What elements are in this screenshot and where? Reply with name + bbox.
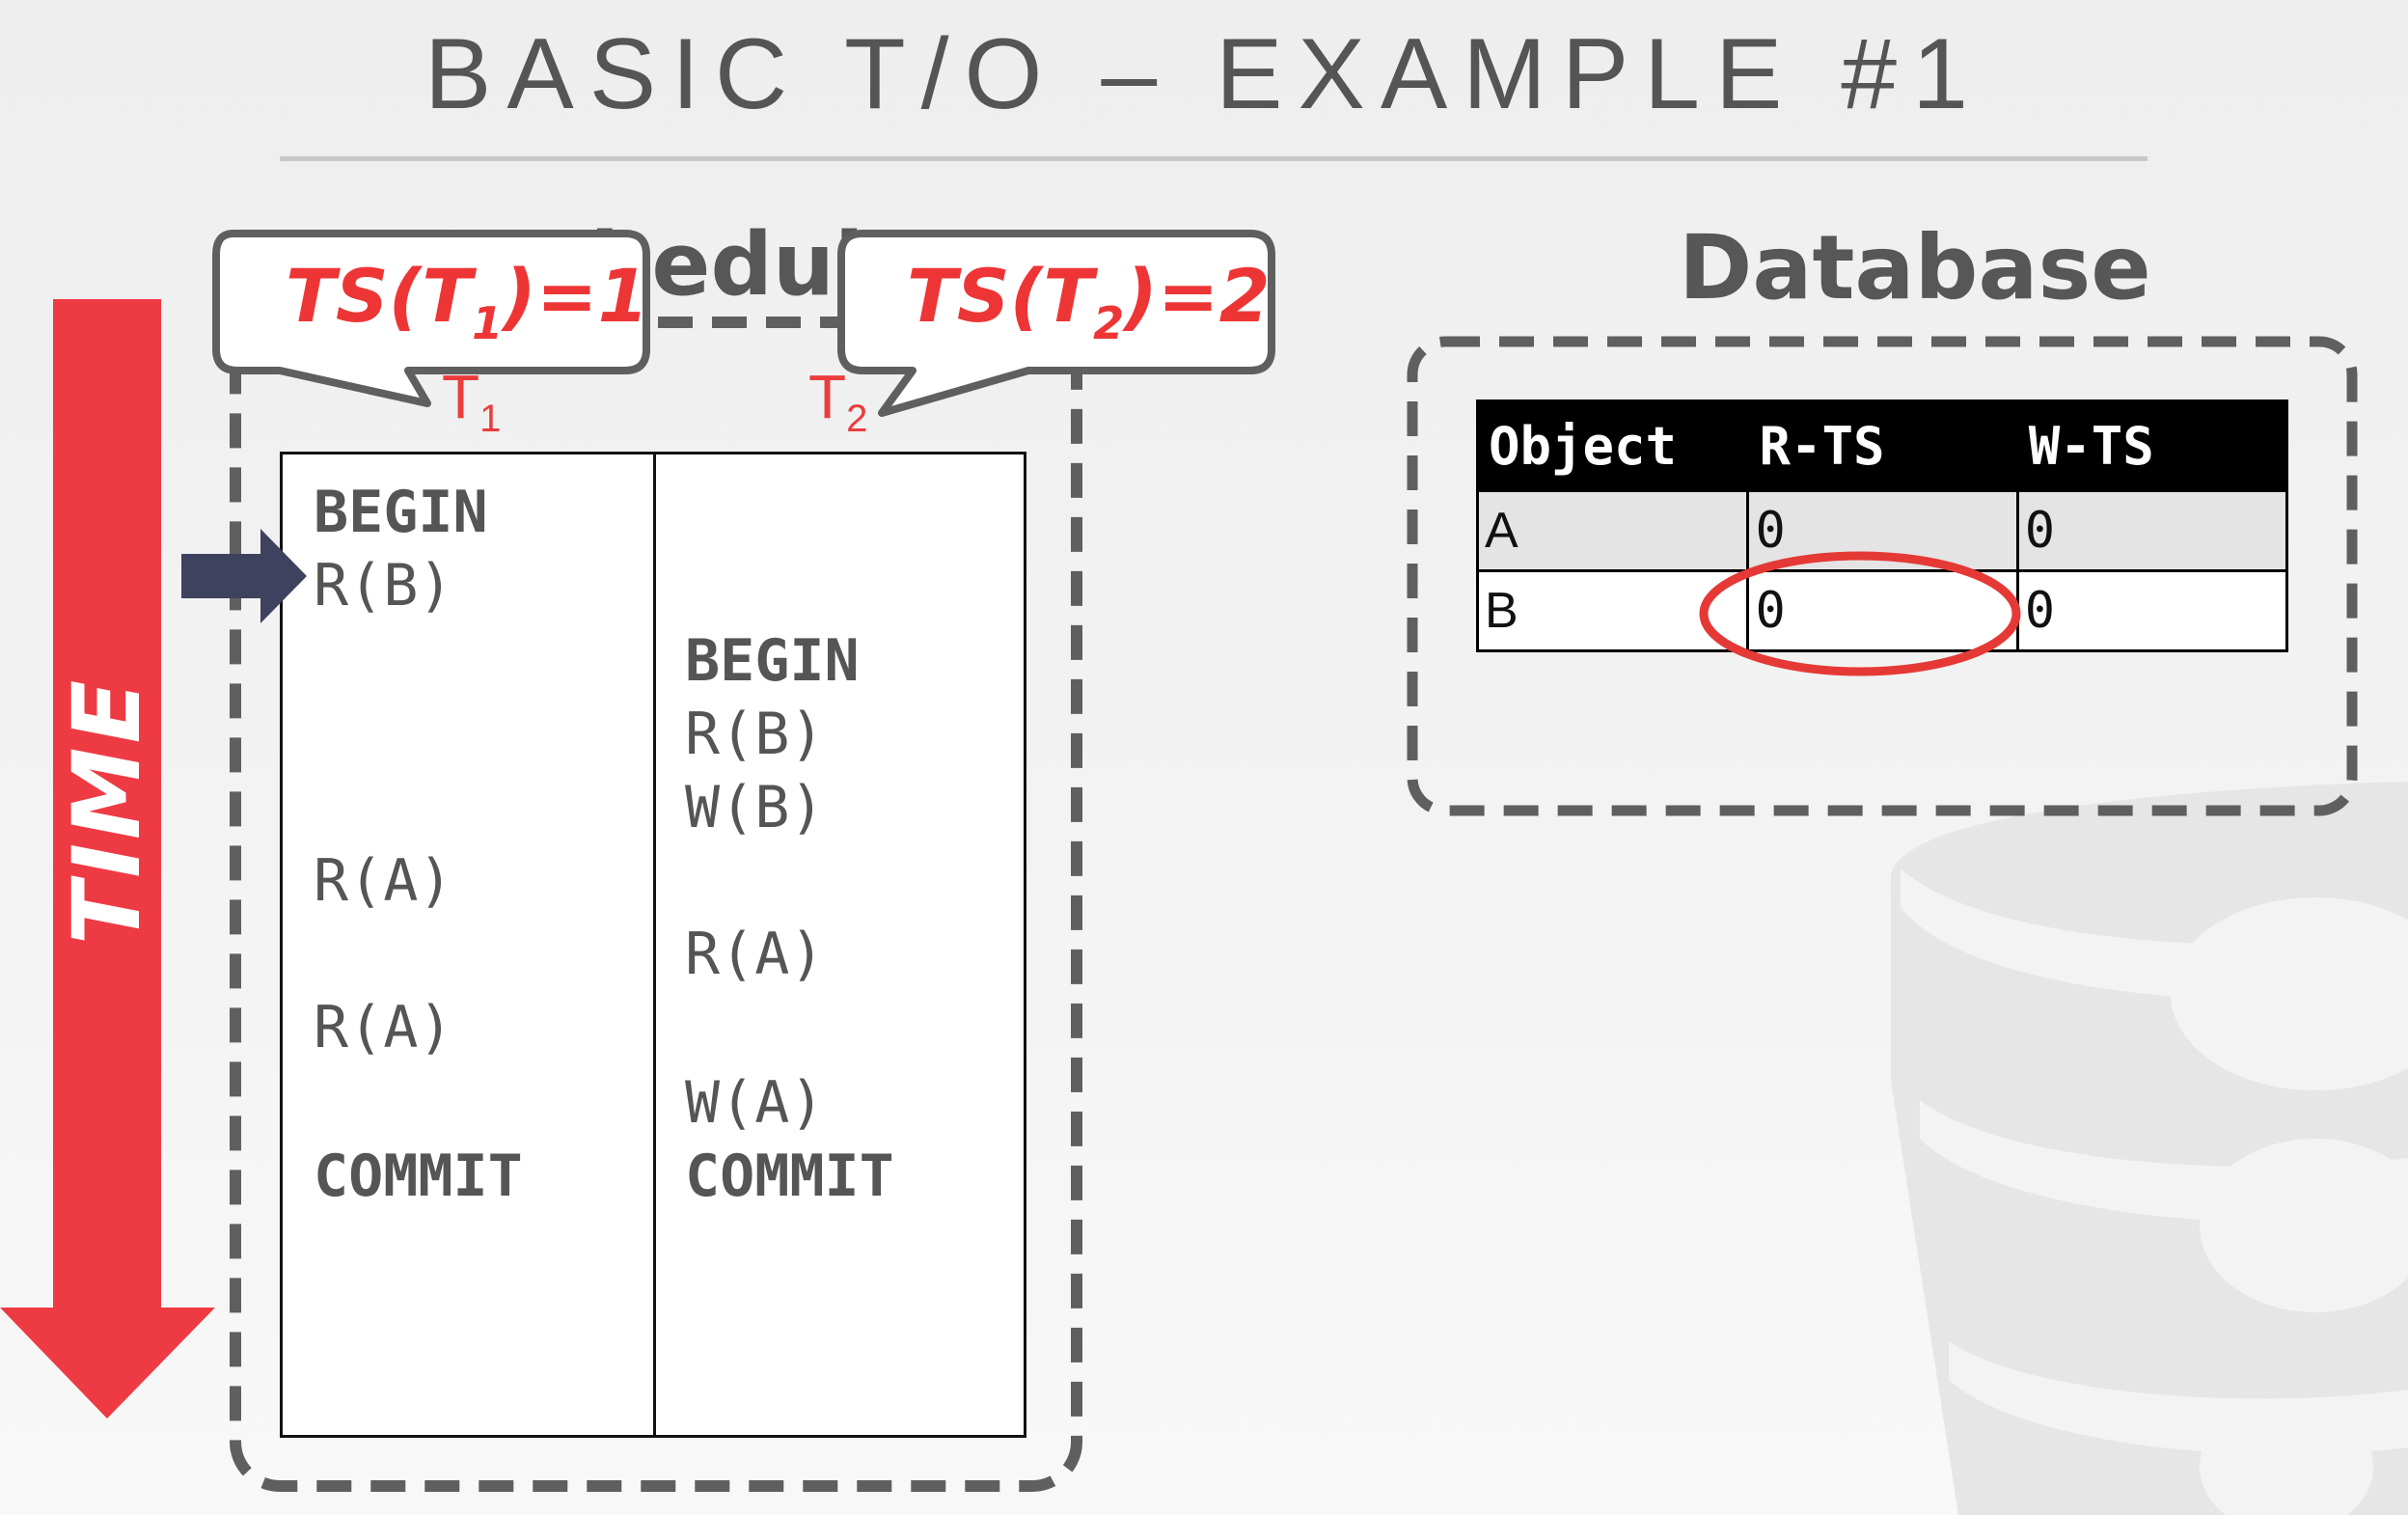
database-heading: Database [1679, 216, 2151, 319]
t1-column-label: T1 [442, 362, 502, 440]
database-logo-watermark-icon [1891, 782, 2408, 1515]
t1-op-read-a: R(A) [314, 847, 453, 915]
title-divider [280, 156, 2148, 161]
time-label: TIME [53, 675, 161, 946]
t1-op-commit: COMMIT [314, 1143, 523, 1210]
t2-op-read-b: R(B) [685, 701, 825, 768]
t2-op-write-b: W(B) [685, 774, 825, 841]
cell-w-ts: 0 [2015, 569, 2289, 652]
current-step-arrow-icon [181, 529, 307, 623]
schedule-column-divider [653, 454, 656, 1435]
time-arrow-icon [0, 299, 215, 1419]
t2-op-read-a: R(A) [685, 921, 825, 988]
table-row: B 0 0 [1475, 569, 2289, 652]
column-header-object: Object [1475, 399, 1750, 492]
t1-op-begin: BEGIN [314, 479, 488, 546]
t2-column-label: T2 [808, 362, 868, 440]
cell-w-ts: 0 [2015, 489, 2289, 572]
t2-op-begin: BEGIN [685, 627, 860, 695]
t1-op-read-b: R(B) [314, 552, 453, 620]
slide-title: BASIC T/O – EXAMPLE #1 [424, 18, 1984, 130]
column-header-r-ts: R-TS [1746, 399, 2019, 492]
t2-op-commit: COMMIT [685, 1143, 894, 1210]
cell-object: A [1475, 489, 1750, 572]
database-table: Object R-TS W-TS A 0 0 B 0 0 [1475, 399, 2289, 652]
callout-t2-text: TS(T2)=2 [907, 253, 1271, 349]
callout-t1-text: TS(T1)=1 [286, 253, 649, 349]
table-row: A 0 0 [1475, 489, 2289, 572]
time-label-wrap: TIME [0, 676, 214, 945]
t1-op-read-a-2: R(A) [314, 994, 453, 1061]
callout-t2-bubble [837, 230, 1275, 417]
t2-op-write-a: W(A) [685, 1069, 825, 1137]
cell-r-ts: 0 [1746, 569, 2019, 652]
schedule-frame [230, 317, 1082, 1492]
callout-t1-bubble [212, 230, 650, 407]
column-header-w-ts: W-TS [2015, 399, 2289, 492]
highlight-circle [1699, 551, 2021, 676]
database-table-header: Object R-TS W-TS [1475, 399, 2289, 492]
database-frame [1407, 336, 2358, 816]
schedule-table: BEGIN R(B) R(A) R(A) COMMIT BEGIN R(B) W… [280, 452, 1026, 1438]
